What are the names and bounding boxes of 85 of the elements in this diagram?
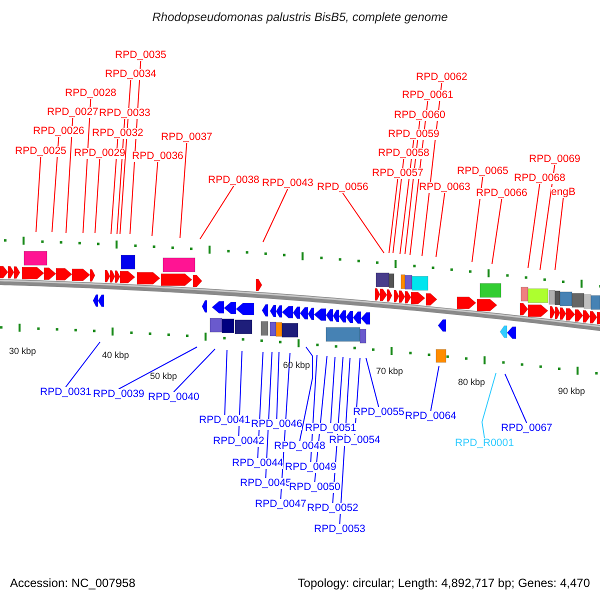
gene-label: RPD_0065 — [457, 166, 508, 177]
gene-label: RPD_0055 — [353, 407, 404, 418]
leader-line — [110, 138, 118, 234]
leader-line — [224, 350, 228, 416]
scale-label: 70 kbp — [376, 366, 404, 376]
leader-line — [66, 118, 74, 234]
leader-line — [342, 192, 384, 254]
leader-line — [200, 186, 234, 240]
leader-line — [238, 350, 242, 436]
leader-line — [52, 136, 60, 232]
gene-label: RPD_0058 — [378, 148, 430, 159]
leader-line — [180, 142, 188, 238]
gene-label: RPD_0044 — [232, 458, 284, 469]
gene-label: RPD_0031 — [40, 387, 92, 398]
leader-line — [94, 158, 100, 234]
gene-label: RPD_0049 — [285, 462, 336, 473]
gene-label: RPD_R0001 — [455, 438, 514, 449]
scale-label: 50 kbp — [150, 371, 178, 381]
gene-label: RPD_0068 — [514, 173, 566, 184]
gene-label: RPD_0067 — [501, 423, 552, 434]
title: Rhodopseudomonas palustris BisB5, complete genome — [151, 10, 449, 24]
gene-label: RPD_0050 — [289, 482, 340, 493]
gene-label: RPD_0041 — [199, 415, 250, 426]
leader-line — [481, 372, 496, 438]
leader-line — [118, 346, 198, 390]
leader-line — [299, 346, 313, 442]
gene-label: RPD_0025 — [15, 146, 66, 157]
gene-label: RPD_0036 — [132, 151, 184, 162]
leader-line — [540, 164, 556, 270]
gene-label: RPD_0029 — [74, 148, 126, 159]
scale-label: 40 kbp — [102, 350, 130, 360]
leader-line — [436, 192, 446, 258]
gene-label: RPD_0064 — [405, 411, 456, 422]
gene-label: RPD_0060 — [394, 110, 446, 121]
gene-label: RPD_0053 — [314, 524, 366, 535]
gene-label: RPD_0057 — [372, 168, 424, 179]
leader-line — [173, 348, 216, 392]
gene-label: RPD_0066 — [476, 188, 528, 199]
gene-label: RPD_0069 — [529, 154, 580, 165]
gene-label: RPD_0051 — [305, 423, 356, 434]
leader-line — [392, 158, 404, 254]
genome-summary-text: Topology: circular; Length: 4,892,717 bp; Genes: 4,470 — [298, 576, 590, 590]
leader-line — [528, 184, 540, 268]
gene-label: RPD_0026 — [33, 126, 84, 137]
gene-label: RPD_0039 — [93, 389, 144, 400]
gene-label: RPD_0037 — [161, 132, 212, 143]
gene-label: RPD_0034 — [105, 69, 156, 80]
leader-line — [472, 176, 484, 262]
gene-label: RPD_0042 — [213, 436, 264, 447]
gene-label: RPD_0033 — [99, 108, 150, 119]
gene-label: RPD_0059 — [388, 129, 440, 140]
gene-label: RPD_0052 — [307, 503, 358, 514]
gene-label: RPD_0062 — [416, 72, 468, 83]
accession-text: Accession: NC_007958 — [10, 576, 136, 590]
gene-label: RPD_0047 — [255, 499, 306, 510]
leader-line — [388, 178, 398, 254]
gene-label: RPD_0035 — [115, 50, 166, 61]
gene-label: RPD_0043 — [262, 178, 314, 189]
gene-label: RPD_0056 — [317, 182, 368, 193]
gene-label: RPD_0027 — [47, 107, 98, 118]
gene-label: RPD_0032 — [92, 128, 144, 139]
gene-label: RPD_0040 — [148, 392, 200, 403]
gene-label: engB — [551, 187, 576, 198]
leader-line — [65, 342, 100, 388]
scale-label: 80 kbp — [458, 377, 486, 387]
leader-line — [276, 352, 280, 420]
scale-label: 90 kbp — [558, 386, 586, 396]
leader-line — [430, 366, 440, 412]
gene-label: RPD_0028 — [65, 88, 116, 99]
leader-line — [120, 80, 132, 234]
leader-line — [330, 356, 336, 424]
leader-line — [152, 162, 158, 236]
leader-line — [504, 374, 528, 424]
leader-line — [492, 198, 502, 264]
gene-label: RPD_0046 — [251, 419, 302, 430]
leader-line — [36, 156, 42, 232]
gene-label: RPD_0048 — [274, 441, 326, 452]
gene-label: RPD_0038 — [208, 175, 260, 186]
leader-line — [366, 358, 380, 408]
gene-label: RPD_0061 — [402, 90, 454, 101]
gene-label: RPD_0063 — [419, 182, 470, 193]
leader-line — [262, 188, 288, 242]
scale-label: 30 kbp — [9, 346, 36, 356]
leader-line — [554, 198, 564, 270]
gene-label: RPD_0054 — [329, 435, 380, 446]
